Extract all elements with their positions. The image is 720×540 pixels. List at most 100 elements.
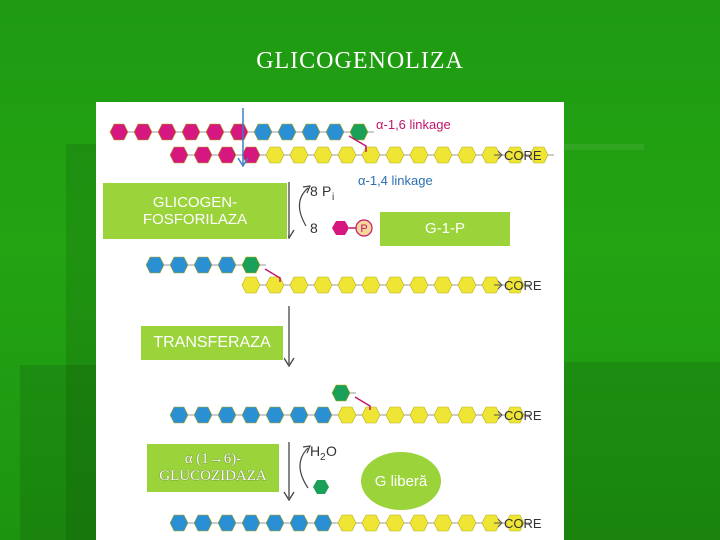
- glucosidase-line2: GLUCOZIDAZA: [159, 468, 267, 484]
- glucose-unit: [361, 514, 381, 532]
- glucose-unit: [289, 276, 309, 294]
- released-free-glucose: [313, 480, 329, 494]
- pi-subscript: i: [332, 192, 334, 203]
- glucose-unit: [193, 256, 213, 274]
- glucose-unit: [385, 514, 405, 532]
- glucose-unit: [193, 146, 213, 164]
- water-h: H: [310, 443, 320, 459]
- glucose-unit: [361, 406, 381, 424]
- side-arrow: [299, 447, 309, 489]
- glucose-unit: [217, 256, 237, 274]
- free-glucose-label: G liberă: [361, 452, 441, 510]
- released-glucose: [332, 221, 349, 235]
- glucose-unit: [289, 406, 309, 424]
- free-glucose-text: G liberă: [374, 472, 428, 490]
- branch-links: [264, 135, 371, 410]
- background-stripe: [564, 362, 720, 540]
- glucose-unit: [505, 146, 525, 164]
- glucose-unit: [331, 384, 351, 402]
- alpha16-label: α-1,6 linkage: [376, 117, 451, 132]
- glucose-unit: [337, 514, 357, 532]
- core-label: CORE: [504, 408, 542, 423]
- glucose-unit: [313, 406, 333, 424]
- glucose-unit: [289, 514, 309, 532]
- transferase-label: TRANSFERAZA: [140, 325, 284, 361]
- alpha16-branch-link: [354, 396, 371, 410]
- phosphate-symbol: P: [360, 223, 367, 235]
- glucose-unit: [133, 123, 153, 141]
- water-subscript: 2: [320, 452, 326, 463]
- glucose-unit: [409, 276, 429, 294]
- glucose-unit: [169, 256, 189, 274]
- glucose-unit: [529, 146, 549, 164]
- glucose-unit: [337, 406, 357, 424]
- glucose-unit: [301, 123, 321, 141]
- glucose-unit: [457, 146, 477, 164]
- g1p-text: G-1-P: [424, 220, 465, 238]
- glucose-unit: [241, 406, 261, 424]
- diagram-canvas: α-1,6 linkage α-1,4 linkage CORE CORE CO…: [109, 108, 554, 532]
- core-arrow: [494, 150, 503, 160]
- alpha16-branch-link: [348, 135, 367, 152]
- slide-title: GLICOGENOLIZA: [256, 48, 464, 74]
- glucose-unit: [193, 406, 213, 424]
- water-o: O: [326, 443, 337, 459]
- glucose-unit: [385, 406, 405, 424]
- product-count: 8: [310, 220, 318, 236]
- glucosidase-line1: α (1→6)-: [184, 450, 242, 467]
- glucose-unit: [277, 123, 297, 141]
- phosphorylase-line2: FOSFORILAZA: [142, 211, 248, 228]
- glucose-unit: [505, 514, 525, 532]
- glucose-unit: [241, 276, 261, 294]
- glucose-unit: [181, 123, 201, 141]
- reaction-arrowhead: [283, 357, 295, 368]
- glucose-unit: [265, 146, 285, 164]
- reaction-arrowhead: [283, 491, 295, 502]
- glucose-unit: [409, 146, 429, 164]
- phosphate-circle: [355, 219, 373, 237]
- glucose-unit: [169, 146, 189, 164]
- glucose-unit: [217, 146, 237, 164]
- glucose-unit: [157, 123, 177, 141]
- glucose-unit: [205, 123, 225, 141]
- glucose-unit: [313, 146, 333, 164]
- side-arrowhead: [302, 185, 311, 194]
- pi-count: 8: [310, 183, 318, 199]
- glucose-unit: [361, 146, 381, 164]
- glucose-unit: [145, 256, 165, 274]
- glucose-unit: [169, 514, 189, 532]
- glucose-unit: [361, 276, 381, 294]
- glucose-unit: [349, 123, 369, 141]
- glucose-unit: [241, 146, 261, 164]
- g1p-label: G-1-P: [379, 211, 511, 247]
- glucose-unit: [409, 406, 429, 424]
- glucose-unit: [457, 514, 477, 532]
- pi-label: P: [322, 183, 331, 199]
- core-arrow: [494, 280, 503, 290]
- glucose-unit: [409, 514, 429, 532]
- glucose-unit: [217, 514, 237, 532]
- side-arrow: [298, 187, 309, 227]
- glucose-unit: [457, 406, 477, 424]
- glucose-unit: [337, 146, 357, 164]
- phosphorylase-label: GLICOGEN- FOSFORILAZA: [102, 182, 288, 240]
- background-stripe: [20, 365, 96, 540]
- glucose-unit: [265, 276, 285, 294]
- background-stripe: [66, 144, 96, 540]
- background-stripe: [564, 144, 644, 150]
- glucose-unit: [433, 514, 453, 532]
- glucosidase-label: α (1→6)- GLUCOZIDAZA: [146, 443, 280, 493]
- glucose-unit: [385, 146, 405, 164]
- glucose-unit: [433, 406, 453, 424]
- glucose-unit: [325, 123, 345, 141]
- glucose-unit: [289, 146, 309, 164]
- glucose-unit: [433, 276, 453, 294]
- glucose-unit: [109, 123, 129, 141]
- glucose-unit: [265, 406, 285, 424]
- glucose-unit: [241, 256, 261, 274]
- glucose-unit: [253, 123, 273, 141]
- core-arrow: [494, 410, 503, 420]
- glucose-unit: [265, 514, 285, 532]
- glucose-unit: [337, 276, 357, 294]
- core-label: CORE: [504, 278, 542, 293]
